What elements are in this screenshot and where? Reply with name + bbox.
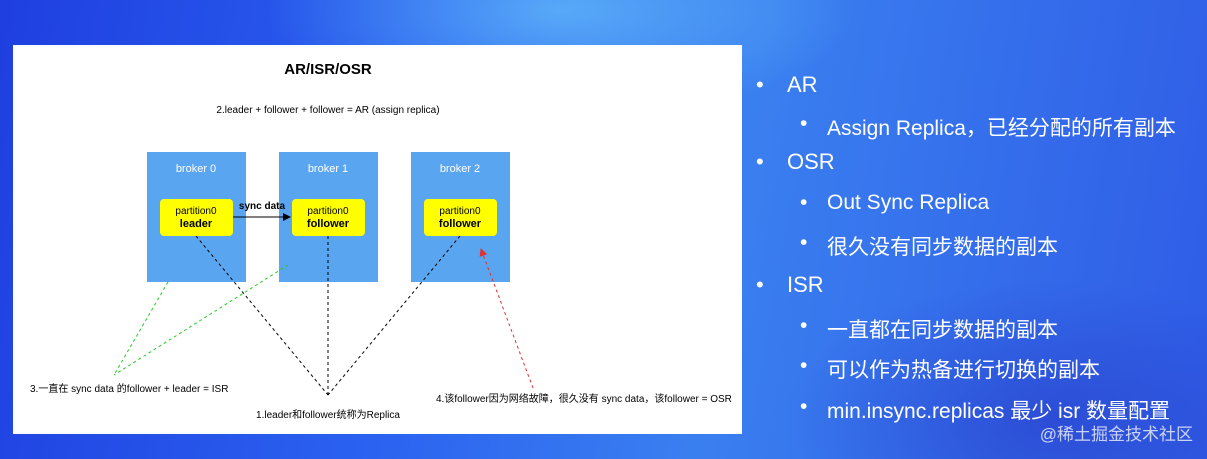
ar-formula: 2.leader + follower + follower = AR (ass…	[216, 105, 439, 116]
isr-line-leader	[113, 281, 169, 376]
replica-diagram: AR/ISR/OSR 2.leader + follower + followe…	[30, 61, 732, 421]
bullet-text: AR	[787, 72, 818, 97]
broker-0-label: broker 0	[176, 163, 216, 175]
broker-1-partition	[292, 199, 365, 236]
bullet-glyph: •	[800, 314, 808, 337]
bullet-glyph: •	[800, 231, 808, 254]
bullet-glyph: •	[756, 272, 764, 297]
replica-line-2	[327, 235, 461, 396]
osr-arrow	[479, 248, 534, 389]
bullet-text: Assign Replica，已经分配的所有副本	[827, 117, 1176, 140]
sync-label: sync data	[239, 201, 286, 212]
bullet-text: ISR	[787, 272, 824, 297]
replica-line-0	[195, 235, 329, 396]
bullet-text: OSR	[787, 149, 835, 174]
bullet-text: 一直都在同步数据的副本	[827, 319, 1058, 342]
replica-annotation: 1.leader和follower统称为Replica	[256, 408, 400, 421]
bullet-glyph: •	[800, 191, 808, 214]
bullet-glyph: •	[800, 395, 808, 418]
bullet-text: 可以作为热备进行切换的副本	[827, 359, 1100, 382]
broker-2-label: broker 2	[440, 163, 480, 175]
bullet-text: min.insync.replicas 最少 isr 数量配置	[827, 400, 1171, 423]
bullet-glyph: •	[756, 149, 764, 174]
broker-1-role: follower	[307, 218, 350, 230]
broker-1-partition-name: partition0	[307, 206, 349, 217]
broker-0-partition-name: partition0	[175, 206, 217, 217]
broker-2-partition-name: partition0	[439, 206, 481, 217]
diagram-panel: AR/ISR/OSR 2.leader + follower + followe…	[13, 45, 742, 434]
broker-2-role: follower	[439, 218, 482, 230]
bullet-glyph: •	[756, 72, 764, 97]
bullet-text: Out Sync Replica	[827, 191, 990, 214]
broker-1-label: broker 1	[308, 163, 348, 175]
diagram-title: AR/ISR/OSR	[284, 61, 372, 78]
osr-annotation: 4.该follower因为网络故障，很久没有 sync data，该follow…	[436, 392, 732, 405]
isr-line-follower	[113, 264, 289, 376]
watermark: @稀土掘金技术社区	[1039, 425, 1193, 444]
broker-0-partition	[160, 199, 233, 236]
bullet-glyph: •	[800, 354, 808, 377]
bullet-text: 很久没有同步数据的副本	[827, 236, 1058, 259]
isr-annotation: 3.一直在 sync data 的follower + leader = ISR	[30, 382, 228, 395]
broker-2-partition	[424, 199, 497, 236]
bullet-glyph: •	[800, 112, 808, 135]
broker-0-role: leader	[180, 218, 213, 230]
